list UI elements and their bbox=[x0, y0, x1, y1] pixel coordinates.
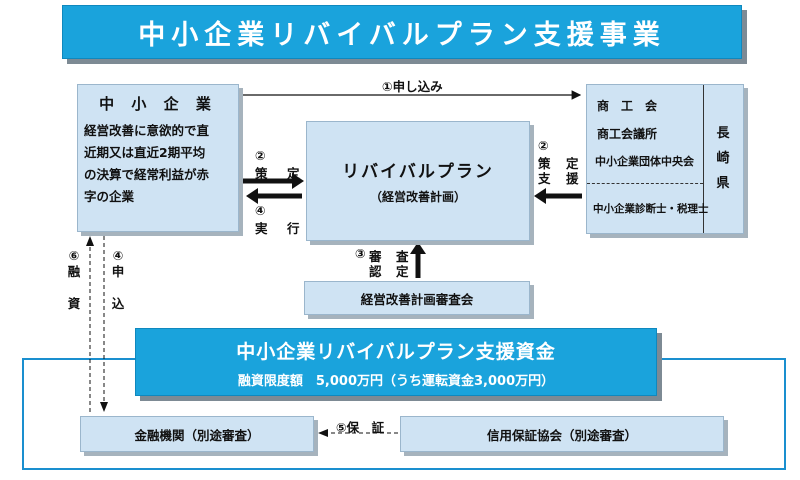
formulate-arrowhead bbox=[292, 173, 304, 189]
apply2-char-2: 込 bbox=[111, 296, 125, 311]
review-board-box: 経営改善計画審査会 bbox=[304, 281, 530, 315]
support-orgs-divider-vertical bbox=[703, 85, 704, 233]
plan-subtitle: （経営改善計画） bbox=[369, 190, 466, 204]
review-arrowhead bbox=[410, 242, 426, 254]
sme-line-4: 字の企業 bbox=[84, 189, 135, 204]
title-banner: 中小企業リバイバルプラン支援事業 bbox=[62, 5, 742, 59]
apply2-arrowhead bbox=[100, 402, 108, 412]
support-char-4: 援 bbox=[566, 171, 579, 186]
org-chamber: 商工会議所 bbox=[597, 127, 658, 141]
sme-line-2: 近期又は直近2期平均 bbox=[84, 145, 206, 160]
prefecture-char-1: 長 bbox=[716, 126, 730, 141]
org-federation: 中小企業団体中央会 bbox=[595, 155, 694, 168]
review-char-3: 査 bbox=[396, 249, 409, 264]
support-char-1: 策 bbox=[538, 156, 551, 171]
org-shokokai: 商 工 会 bbox=[597, 99, 658, 113]
apply2-char-1: 申 bbox=[111, 264, 125, 279]
fund-banner: 中小企業リバイバルプラン支援資金 融資限度額 5,000万円（うち運転資金3,0… bbox=[135, 328, 657, 396]
support-char-2: 支 bbox=[538, 171, 551, 186]
org-consultants: 中小企業診断士・税理士 bbox=[593, 203, 709, 215]
page-title: 中小企業リバイバルプラン支援事業 bbox=[138, 19, 666, 51]
guarantee-box: 信用保証協会（別途審査） bbox=[400, 416, 724, 452]
execute-char-1: 実 bbox=[255, 221, 268, 236]
apply-label: ①申し込み bbox=[382, 79, 443, 94]
plan-title: リバイバルプラン bbox=[342, 162, 494, 182]
fund-title: 中小企業リバイバルプラン支援資金 bbox=[236, 341, 556, 363]
review-board-label: 経営改善計画審査会 bbox=[360, 291, 474, 307]
execute-number: ④ bbox=[255, 203, 266, 218]
review-char-2: 認 bbox=[369, 264, 382, 279]
formulate-char-2: 定 bbox=[287, 166, 300, 181]
guarantee-arrowhead bbox=[318, 429, 328, 437]
review-number: ③ bbox=[355, 246, 366, 261]
support-char-3: 定 bbox=[566, 156, 579, 171]
apply2-number: ④ bbox=[112, 248, 124, 263]
support-number: ② bbox=[538, 138, 549, 153]
loan-char-2: 資 bbox=[67, 296, 81, 311]
loan-number: ⑥ bbox=[68, 248, 80, 263]
fund-subtitle: 融資限度額 5,000万円（うち運転資金3,000万円） bbox=[237, 374, 555, 389]
apply2-label: ④ 申 込 bbox=[110, 248, 126, 312]
sme-line-3: の決算で経常利益が赤 bbox=[84, 167, 210, 182]
bank-box: 金融機関（別途審査） bbox=[80, 416, 314, 452]
bank-label: 金融機関（別途審査） bbox=[134, 427, 260, 443]
support-arrowhead bbox=[534, 188, 546, 204]
loan-label: ⑥ 融 資 bbox=[66, 248, 82, 312]
sme-line-1: 経営改善に意欲的で直 bbox=[84, 123, 210, 138]
prefecture-char-2: 崎 bbox=[716, 151, 730, 166]
revival-plan-box: リバイバルプラン （経営改善計画） bbox=[306, 121, 530, 241]
execute-char-2: 行 bbox=[287, 221, 300, 236]
formulate-number: ② bbox=[255, 148, 266, 163]
loan-char-1: 融 bbox=[67, 264, 81, 279]
support-orgs-box: 商 工 会 商工会議所 中小企業団体中央会 中小企業診断士・税理士 長 崎 県 bbox=[586, 84, 744, 234]
loan-arrowhead bbox=[86, 236, 94, 246]
support-orgs-divider-dashed bbox=[587, 183, 703, 184]
guarantee-arrow-label: ⑤保 証 bbox=[336, 420, 385, 435]
review-char-1: 審 bbox=[369, 249, 382, 264]
execute-arrowhead bbox=[246, 188, 258, 204]
review-char-4: 定 bbox=[396, 264, 409, 279]
prefecture-label: 長 崎 県 bbox=[711, 121, 735, 196]
formulate-char-1: 策 bbox=[255, 166, 268, 181]
sme-box: 中 小 企 業 経営改善に意欲的で直 近期又は直近2期平均 の決算で経常利益が赤… bbox=[77, 84, 239, 232]
sme-heading: 中 小 企 業 bbox=[99, 95, 217, 113]
guarantee-org-label: 信用保証協会（別途審査） bbox=[486, 427, 637, 443]
prefecture-char-3: 県 bbox=[716, 176, 730, 191]
